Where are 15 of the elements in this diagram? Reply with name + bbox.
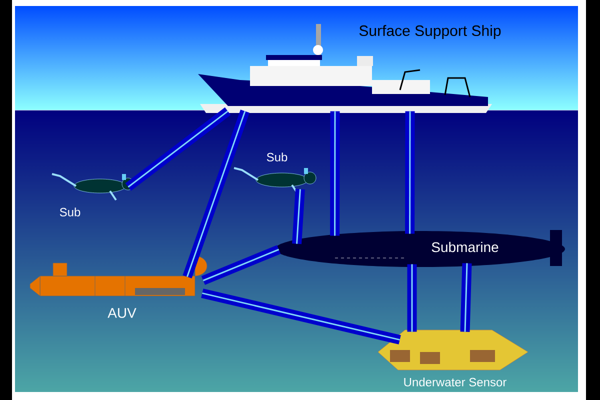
signal-beam bbox=[201, 288, 401, 344]
signal-beam bbox=[292, 188, 305, 244]
vehicle-label: AUV bbox=[108, 308, 136, 318]
signal-beam bbox=[125, 107, 231, 191]
vehicle-label: Underwater Sensor bbox=[404, 378, 506, 386]
signal-beam bbox=[201, 245, 281, 285]
signal-beam bbox=[405, 111, 415, 234]
vehicle-label: Sub bbox=[60, 208, 80, 216]
signal-beam bbox=[330, 111, 340, 236]
signal-beam bbox=[460, 263, 472, 332]
vehicle-label: Sub bbox=[266, 152, 288, 162]
vehicle-label: Surface Support Ship bbox=[359, 25, 501, 39]
signal-beam bbox=[182, 110, 250, 278]
vehicle-label: Submarine bbox=[432, 242, 498, 252]
signal-beam bbox=[407, 264, 417, 332]
